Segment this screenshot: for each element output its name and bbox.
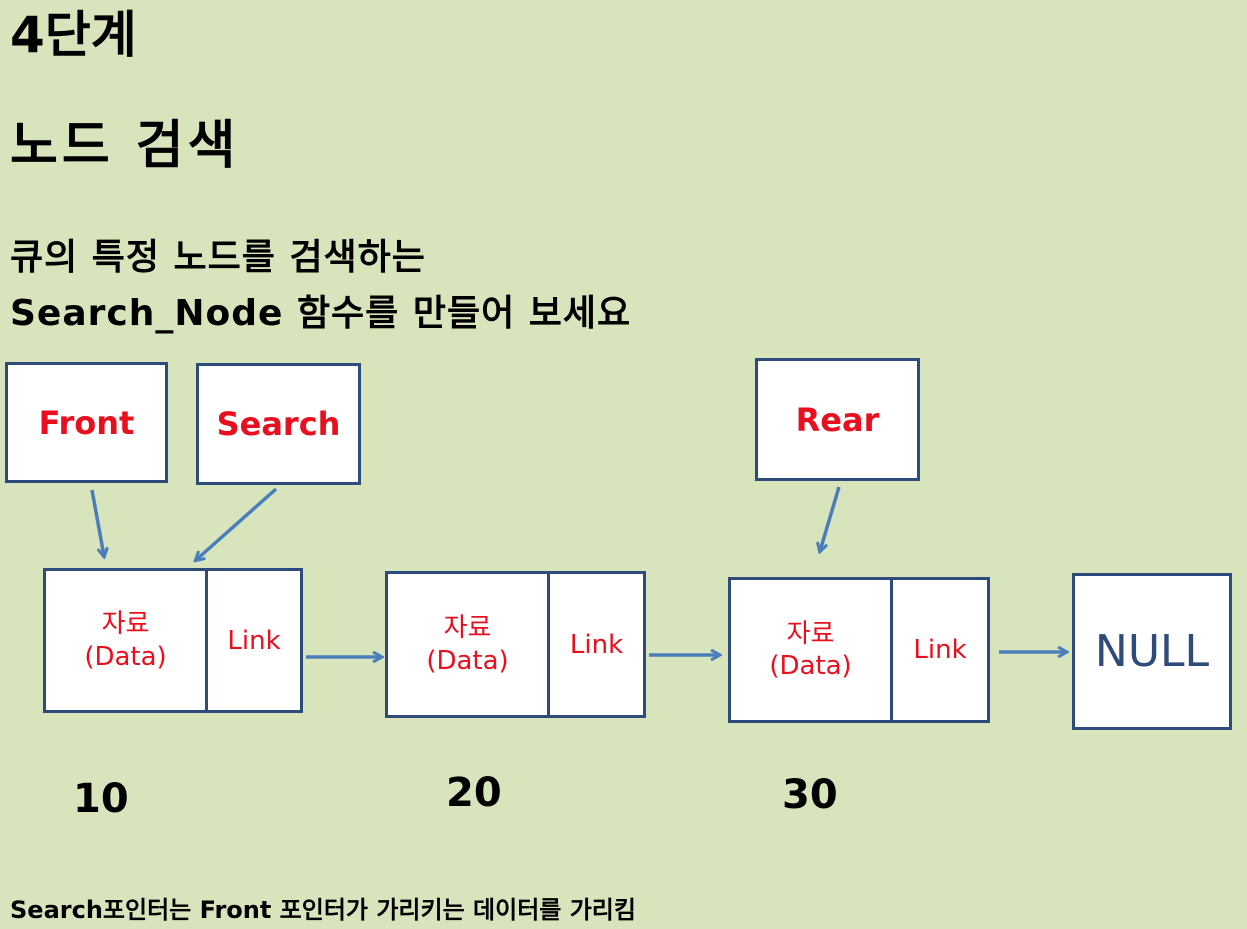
- node-value-1: 10: [73, 776, 129, 822]
- queue-node-2: 자료 (Data) Link: [385, 571, 646, 718]
- front-pointer-box: Front: [5, 362, 168, 483]
- node-link-label: Link: [913, 635, 967, 665]
- step-heading: 4단계: [10, 6, 137, 64]
- queue-node-1: 자료 (Data) Link: [43, 568, 303, 713]
- search-pointer-label: Search: [216, 405, 341, 443]
- front-pointer-label: Front: [38, 403, 135, 442]
- task-line-1: 큐의 특정 노드를 검색하는: [10, 237, 426, 278]
- node-link-label: Link: [227, 625, 281, 656]
- node-link-cell: Link: [550, 574, 643, 715]
- node-data-cell: 자료 (Data): [731, 580, 893, 720]
- node-data-label: 자료: [786, 618, 835, 649]
- footnote: Search포인터는 Front 포인터가 가리키는 데이터를 가리킴: [10, 896, 636, 924]
- node-data-cell: 자료 (Data): [388, 574, 550, 715]
- front-pointer-arrow: [90, 489, 104, 556]
- node-link-label: Link: [569, 629, 624, 660]
- rear-pointer-arrow: [820, 486, 841, 551]
- node-value-2: 20: [446, 770, 502, 816]
- node-data-label: 자료: [101, 609, 150, 639]
- rear-pointer-label: Rear: [795, 400, 880, 439]
- node-value-3: 30: [782, 772, 838, 818]
- search-pointer-box: Search: [196, 363, 361, 485]
- page-title: 노드 검색: [10, 116, 240, 176]
- search-pointer-arrow: [196, 487, 278, 560]
- rear-pointer-box: Rear: [755, 358, 920, 481]
- node-data-label: 자료: [443, 613, 492, 643]
- null-label: NULL: [1094, 626, 1210, 677]
- node-link-cell: Link: [893, 580, 987, 720]
- task-line-2: Search_Node 함수를 만들어 보세요: [10, 293, 632, 334]
- node-data-cell: 자료 (Data): [46, 571, 208, 710]
- node-data-sublabel: (Data): [426, 645, 509, 676]
- node-link-cell: Link: [208, 571, 300, 710]
- node-data-sublabel: (Data): [769, 651, 852, 681]
- node-data-sublabel: (Data): [84, 641, 167, 672]
- queue-node-3: 자료 (Data) Link: [728, 577, 990, 723]
- null-box: NULL: [1072, 573, 1232, 730]
